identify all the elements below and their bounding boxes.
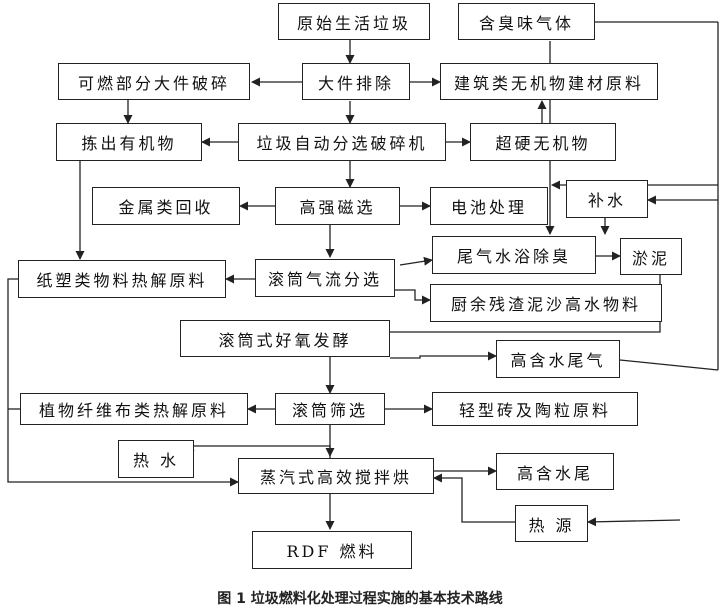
tail-gas-wash-node: 尾气水浴除臭 [432, 236, 596, 274]
paper-plastic-node: 纸塑类物料热解原料 [18, 260, 226, 298]
arrow-airflow-to-kitchen [395, 289, 431, 305]
drum-airflow-node: 滚筒气流分选 [255, 259, 395, 297]
combustible-bulky-node: 可燃部分大件破碎 [58, 63, 250, 100]
arrow-airflow-to-wash [399, 256, 433, 266]
arrow-ferment-to-highgas [390, 351, 497, 361]
auto-sort-crusher-node: 垃圾自动分选破碎机 [238, 123, 446, 161]
arrow-external-to-heat [587, 517, 681, 527]
odorous-gas-node: 含臭味气体 [458, 3, 595, 40]
metal-recovery-node: 金属类回收 [92, 187, 240, 225]
building-materials-node: 建筑类无机物建材原料 [440, 63, 658, 100]
battery-node: 电池处理 [430, 187, 548, 225]
hot-water-node: 热 水 [118, 440, 194, 478]
rdf-fuel-node: RDF 燃料 [252, 531, 412, 569]
arrow-loop-to-dryer [7, 278, 239, 487]
plant-fiber-node: 植物纤维布类热解原料 [20, 393, 248, 425]
hard-inorganic-node: 超硬无机物 [470, 123, 616, 161]
magnetic-separation-node: 高强磁选 [275, 187, 400, 225]
drum-screen-node: 滚筒筛选 [275, 393, 385, 425]
raw-garbage-node: 原始生活垃圾 [278, 3, 430, 40]
drum-ferment-node: 滚筒式好氧发酵 [180, 320, 390, 357]
arrow-heat-to-dryer [433, 473, 515, 523]
sludge-node: 淤泥 [620, 238, 682, 275]
line-highgas-to-edge [619, 359, 719, 371]
steam-dryer-node: 蒸汽式高效搅拌烘 [238, 458, 434, 494]
figure-caption: 图 1 垃圾燃料化处理过程实施的基本技术路线 [217, 591, 503, 607]
heat-source-node: 热 源 [515, 505, 588, 542]
arrow-dryer-to-hotwater [185, 445, 331, 459]
high-water-tail-node: 高含水尾 [496, 453, 614, 490]
water-supply-node: 补水 [566, 180, 648, 218]
brick-material-node: 轻型砖及陶粒原料 [432, 392, 638, 426]
organic-pickout-node: 拣出有机物 [56, 123, 202, 161]
high-water-gas-node: 高含水尾气 [496, 340, 620, 378]
kitchen-residue-node: 厨余残渣泥沙高水物料 [430, 284, 662, 322]
bulky-removal-node: 大件排除 [302, 63, 410, 100]
